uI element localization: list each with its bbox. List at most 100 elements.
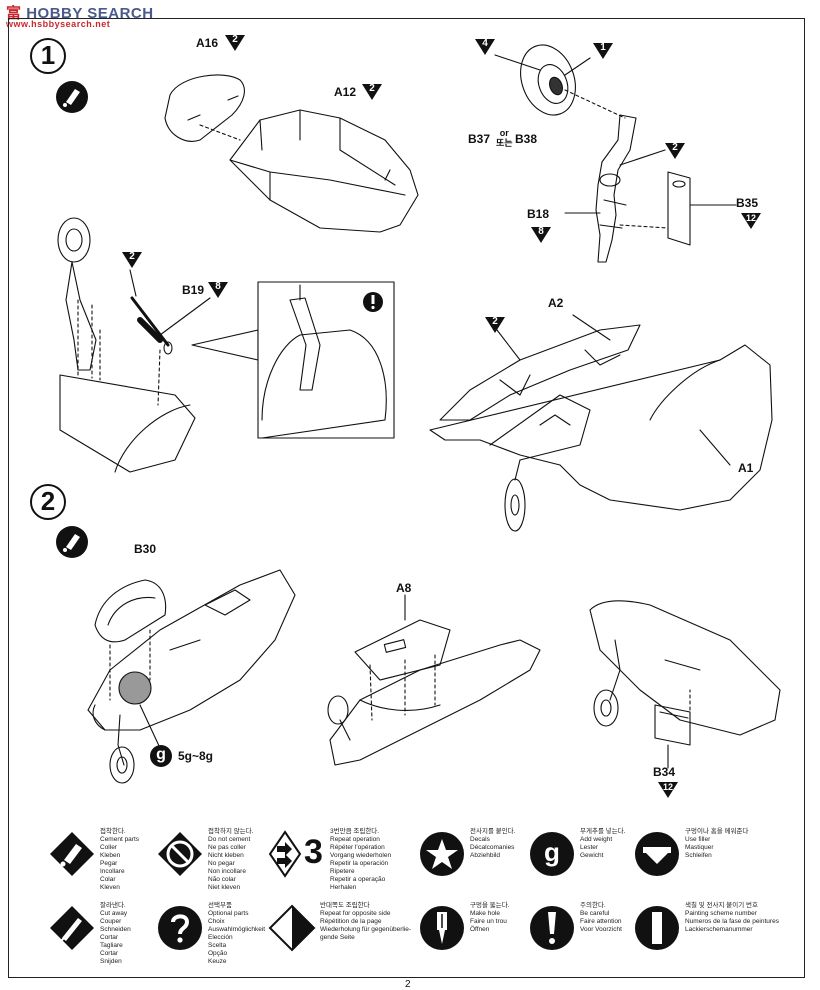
quantity-triangle: 2 bbox=[361, 83, 383, 101]
quantity-value: 1 bbox=[600, 42, 606, 53]
or-label: or 또는 bbox=[496, 128, 513, 148]
fin-tip-part bbox=[164, 74, 245, 142]
part-label-a2: A2 bbox=[548, 296, 564, 310]
quantity-value: 8 bbox=[215, 281, 221, 292]
legend-text: 전사지를 붙인다. Decals Décalcomanies Abziehbil… bbox=[470, 828, 516, 859]
decal-star-icon bbox=[420, 832, 464, 876]
legend-item-decals: 전사지를 붙인다. Decals Décalcomanies Abziehbil… bbox=[418, 826, 598, 890]
step-number-2: 2 bbox=[30, 484, 66, 520]
nacelle-assembly bbox=[429, 324, 773, 532]
legend-text: 색칠 및 전사지 붙이기 번호 Painting scheme number N… bbox=[685, 902, 779, 933]
legend-item-repeat: 3 3번만큼 조립한다. Repeat operation Répéter l'… bbox=[268, 826, 448, 891]
watermark-url: www.hsbbysearch.net bbox=[6, 19, 111, 29]
legend-item-filler: 구멍이나 홈을 메워준다 Use filler Mastiquer Schlei… bbox=[633, 826, 813, 890]
legend-item-optional: 선택부품 Optional parts Choix Auswahlmöglich… bbox=[156, 900, 336, 965]
page-frame bbox=[8, 18, 805, 978]
quantity-triangle: 2 bbox=[484, 316, 506, 334]
filler-icon bbox=[635, 832, 679, 876]
legend-item-cut: 잘라낸다. Cut away Couper Schneiden Cortar T… bbox=[48, 900, 228, 965]
legend-item-weight: g 무게추를 넣는다. Add weight Lester Gewicht bbox=[528, 826, 708, 890]
quantity-triangle: 2 bbox=[664, 142, 686, 160]
main-wheel-part bbox=[520, 44, 576, 116]
legend-text: 반대쪽도 조립한다 Repeat for opposite side Répét… bbox=[320, 902, 412, 941]
quantity-value: 2 bbox=[492, 316, 498, 327]
part-label-a12: A12 bbox=[334, 85, 357, 99]
part-label-a8: A8 bbox=[396, 581, 412, 595]
quantity-triangle: 1 bbox=[592, 42, 614, 60]
quantity-triangle: 4 bbox=[474, 38, 496, 56]
part-label-a16: A16 bbox=[196, 36, 219, 50]
fuselage-center bbox=[327, 639, 541, 766]
part-label-b19: B19 bbox=[182, 283, 205, 297]
quantity-triangle: 12 bbox=[740, 212, 762, 230]
cut-knife-icon bbox=[50, 906, 94, 950]
part-label-b18: B18 bbox=[527, 207, 550, 221]
repeat-icon bbox=[268, 830, 302, 878]
weight-range: 5g~8g bbox=[178, 749, 214, 763]
quantity-value: 4 bbox=[482, 38, 488, 49]
cement-icon bbox=[56, 81, 88, 113]
legend-text: 무게추를 넣는다. Add weight Lester Gewicht bbox=[580, 828, 626, 859]
caution-icon bbox=[363, 292, 383, 312]
repeat-count: 3 bbox=[304, 833, 323, 871]
quantity-value: 2 bbox=[129, 251, 135, 262]
part-label-b37: B37 bbox=[468, 132, 491, 146]
quantity-value: 2 bbox=[232, 34, 238, 45]
legend-text: 선택부품 Optional parts Choix Auswahlmöglich… bbox=[208, 902, 266, 965]
quantity-triangle: 12 bbox=[657, 781, 679, 799]
weight-badge: g bbox=[150, 745, 172, 767]
page-number: 2 bbox=[405, 979, 411, 990]
no-cement-icon bbox=[158, 832, 202, 876]
part-label-b38: B38 bbox=[515, 132, 538, 146]
gear-door-part bbox=[667, 171, 691, 246]
or-label-kr: 또는 bbox=[496, 138, 513, 148]
strut-part bbox=[129, 269, 211, 406]
legend-item-no-cement: 접착하지 않는다. Do not cement Ne pas coller Ni… bbox=[156, 826, 336, 891]
part-label-b30: B30 bbox=[134, 542, 157, 556]
drill-hole-icon bbox=[420, 906, 464, 950]
legend-item-opposite-side: 반대쪽도 조립한다 Repeat for opposite side Répét… bbox=[268, 900, 448, 964]
legend-text: 접착한다. Cement parts Coller Kleben Pegar I… bbox=[100, 828, 140, 891]
part-label-a1: A1 bbox=[738, 461, 754, 475]
watermark-logo-glyph: 富 bbox=[6, 4, 22, 22]
symbol-legend: 접착한다. Cement parts Coller Kleben Pegar I… bbox=[48, 826, 790, 974]
quantity-value: 2 bbox=[672, 142, 678, 153]
legend-text: 접착하지 않는다. Do not cement Ne pas coller Ni… bbox=[208, 828, 254, 891]
quantity-triangle: 8 bbox=[207, 281, 229, 299]
step-number-1: 1 bbox=[30, 38, 66, 74]
quantity-triangle: 2 bbox=[224, 34, 246, 52]
or-label-en: or bbox=[499, 128, 509, 138]
fuselage-left bbox=[87, 569, 296, 784]
legend-text: 구멍이나 홈을 메워준다 Use filler Mastiquer Schlei… bbox=[685, 828, 749, 859]
quantity-value: 12 bbox=[662, 782, 673, 792]
legend-item-careful: 주의한다. Be careful Faire attention Voor Vo… bbox=[528, 900, 708, 964]
legend-text: 3번만큼 조립한다. Repeat operation Répéter l'op… bbox=[330, 828, 392, 891]
quantity-value: 2 bbox=[369, 83, 375, 94]
quantity-triangle: 8 bbox=[530, 226, 552, 244]
legend-text: 잘라낸다. Cut away Couper Schneiden Cortar T… bbox=[100, 902, 131, 965]
cement-icon bbox=[56, 526, 88, 558]
opposite-side-icon bbox=[268, 904, 316, 952]
quantity-value: 8 bbox=[538, 226, 544, 237]
part-label-b34: B34 bbox=[653, 765, 676, 779]
part-label-b35: B35 bbox=[736, 196, 759, 210]
landing-gear-leg bbox=[595, 114, 637, 263]
canopy-b30 bbox=[94, 579, 167, 643]
quantity-value: 12 bbox=[745, 213, 756, 223]
gear-assembly-left bbox=[57, 217, 196, 473]
careful-exclaim-icon bbox=[530, 906, 574, 950]
optional-question-icon bbox=[158, 906, 202, 950]
legend-text: 구멍을 뚫는다. Make hole Faire un trou Öffnen bbox=[470, 902, 510, 933]
fuselage-right bbox=[589, 600, 781, 746]
legend-item-cement: 접착한다. Cement parts Coller Kleben Pegar I… bbox=[48, 826, 228, 891]
legend-text: 주의한다. Be careful Faire attention Voor Vo… bbox=[580, 902, 622, 933]
legend-item-painting-scheme: 색칠 및 전사지 붙이기 번호 Painting scheme number N… bbox=[633, 900, 813, 964]
weight-letter: g bbox=[544, 837, 560, 867]
watermark-text: HOBBY SEARCH bbox=[26, 5, 154, 22]
weight-g-icon: g bbox=[530, 832, 574, 876]
scheme-bar-icon bbox=[635, 906, 679, 950]
cement-icon bbox=[50, 832, 94, 876]
legend-item-hole: 구멍을 뚫는다. Make hole Faire un trou Öffnen bbox=[418, 900, 598, 964]
watermark: 富 HOBBY SEARCH www.hsbbysearch.net bbox=[6, 2, 154, 29]
panel-a8 bbox=[354, 619, 451, 681]
